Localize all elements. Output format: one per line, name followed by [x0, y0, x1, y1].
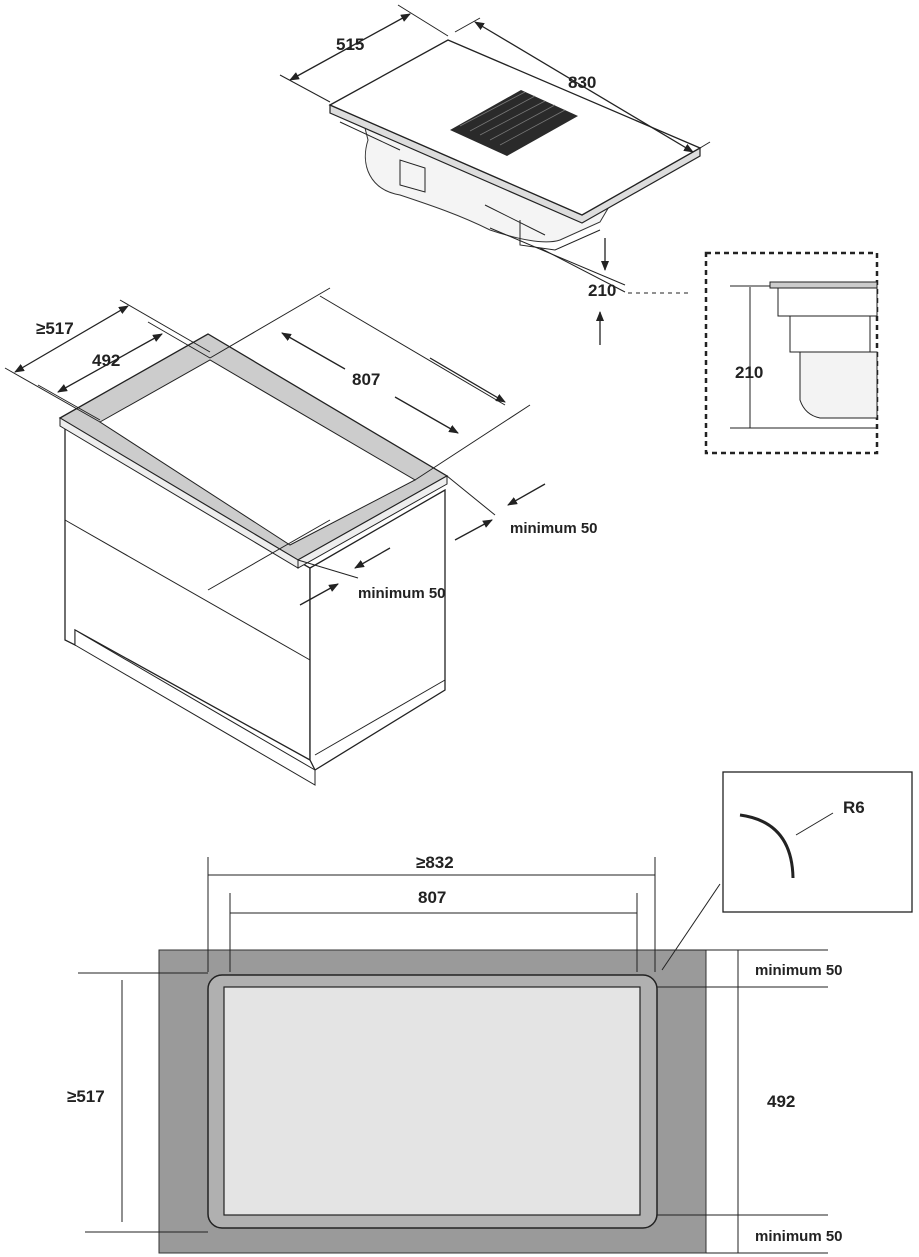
label-hob-width: 830	[568, 73, 596, 92]
dim-hob-width: 830	[454, 17, 711, 153]
dim-plan-cutout-depth: 492 minimum 50 minimum 50	[657, 949, 843, 1254]
label-corner-radius: R6	[843, 798, 865, 817]
dim-plan-min-depth: ≥517	[67, 972, 208, 1233]
dim-hob-height: 210	[489, 227, 692, 345]
dim-plan-cutout-width: 807	[229, 888, 638, 972]
label-cabinet-side-clearance: minimum 50	[510, 520, 598, 537]
label-plan-cutout-width: 807	[418, 888, 446, 907]
label-cabinet-cutout-width: 807	[352, 370, 380, 389]
cabinet-illustration	[58, 333, 449, 786]
label-hob-depth: 515	[336, 35, 364, 54]
dim-cabinet-min-depth: ≥517	[4, 299, 211, 423]
label-plan-back-clearance: minimum 50	[755, 962, 843, 979]
plan-view	[158, 949, 707, 1254]
label-cabinet-cutout-depth: 492	[92, 351, 120, 370]
label-plan-min-width: ≥832	[416, 853, 454, 872]
label-detail-height: 210	[735, 363, 763, 382]
dim-cabinet-cutout-width: 807	[209, 287, 531, 481]
dim-plan-min-width: ≥832	[207, 853, 656, 972]
label-plan-front-clearance: minimum 50	[755, 1228, 843, 1245]
dim-hob-depth: 515	[279, 4, 449, 103]
plan-cutout	[223, 986, 641, 1216]
dim-cabinet-front-clearance: minimum 50	[207, 519, 446, 606]
dim-cabinet-side-clearance: minimum 50	[446, 475, 598, 541]
label-cabinet-front-clearance: minimum 50	[358, 585, 446, 602]
corner-radius-detail: R6	[661, 771, 913, 971]
hob-section-detail: 210	[704, 251, 879, 455]
label-plan-min-depth: ≥517	[67, 1087, 105, 1106]
hob-illustration	[328, 39, 702, 251]
label-cabinet-min-depth: ≥517	[36, 319, 74, 338]
label-plan-cutout-depth: 492	[767, 1092, 795, 1111]
hob-underside	[364, 127, 611, 243]
dim-cabinet-cutout-depth: 492	[37, 321, 211, 421]
label-hob-height: 210	[588, 281, 616, 300]
